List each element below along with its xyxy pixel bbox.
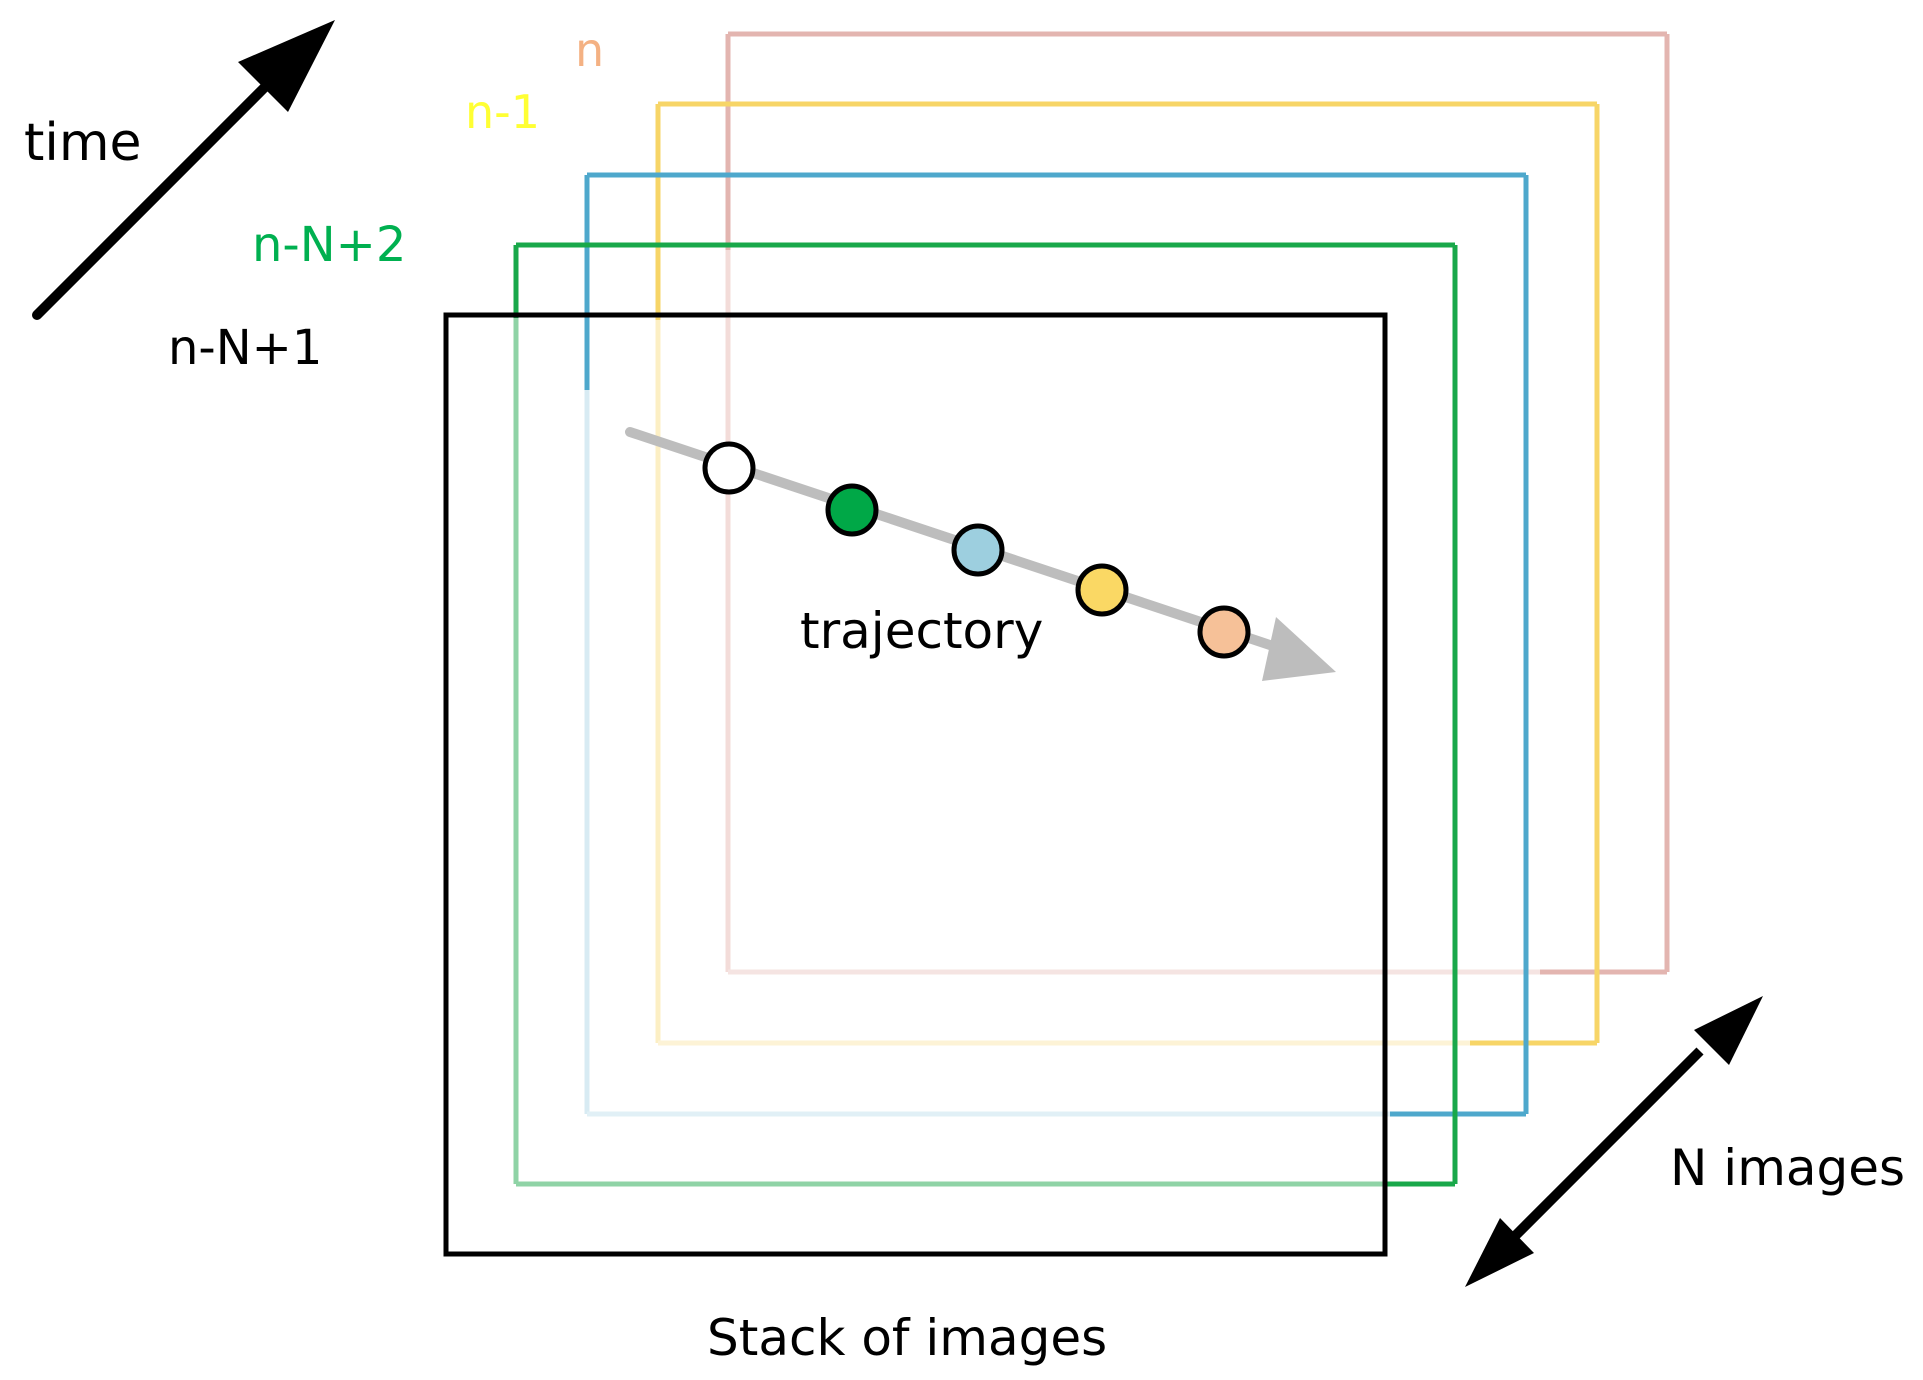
time-label: time (24, 113, 141, 173)
frame-n-N-plus-3 (584, 172, 1529, 1117)
trajectory-label: trajectory (800, 602, 1043, 660)
frame-n-N-plus-1-label: n-N+1 (168, 320, 322, 376)
trajectory-dot-3 (951, 523, 1005, 577)
stack-caption: Stack of images (707, 1309, 1107, 1367)
time-arrow (32, 20, 335, 320)
trajectory-dot-4 (1075, 563, 1129, 617)
frame-n (725, 31, 1670, 975)
n-images-label: N images (1670, 1139, 1905, 1197)
frame-n-label: n (575, 23, 604, 77)
frame-n-N-plus-2 (513, 242, 1458, 1187)
n-images-double-arrow (1465, 996, 1763, 1287)
trajectory-dot-2 (825, 483, 879, 537)
trajectory-dot-5 (1197, 605, 1251, 659)
frame-n-minus-1-label: n-1 (465, 85, 540, 139)
frame-n-N-plus-2-label: n-N+2 (252, 217, 406, 273)
frame-n-N-plus-1 (443, 312, 1388, 1257)
trajectory-dot-1 (702, 441, 756, 495)
